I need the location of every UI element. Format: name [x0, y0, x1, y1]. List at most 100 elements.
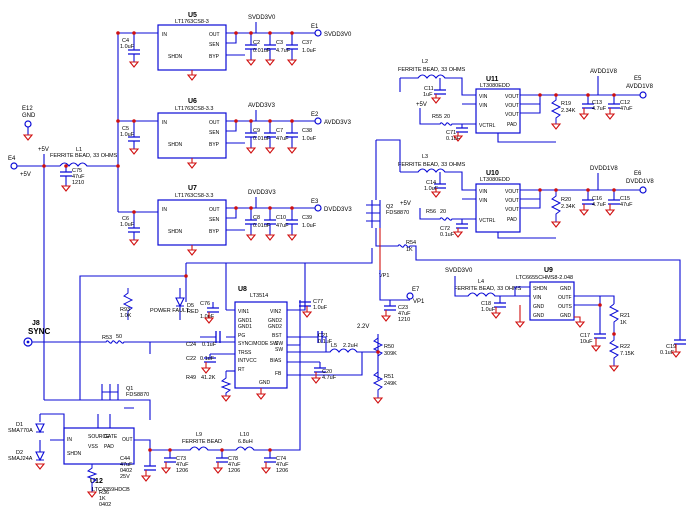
- plus5v-down-bus: [43, 166, 60, 401]
- net-avdd3v3: AVDD3V3: [248, 103, 276, 109]
- svg-text:0.1uF: 0.1uF: [446, 136, 461, 142]
- connector-e7[interactable]: E7 VP1: [406, 287, 425, 305]
- svg-text:VOUT: VOUT: [505, 112, 519, 118]
- svg-text:C44: C44: [120, 456, 130, 462]
- svg-text:VOUT: VOUT: [505, 198, 519, 204]
- svg-text:R49: R49: [186, 375, 196, 381]
- diode-d1: D1 SMA770A: [8, 422, 45, 434]
- svg-text:1.0uF: 1.0uF: [120, 132, 135, 138]
- svg-text:2.34K: 2.34K: [561, 204, 576, 210]
- svg-text:C10: C10: [276, 215, 286, 221]
- svg-text:E4: E4: [8, 156, 16, 162]
- res-r36: R36 1K 0402: [86, 464, 111, 508]
- svg-text:SW: SW: [275, 347, 283, 353]
- svg-text:2.34K: 2.34K: [561, 108, 576, 114]
- u6-pin-out: OUT: [209, 120, 220, 126]
- svg-text:D2: D2: [16, 450, 23, 456]
- svg-text:L3: L3: [422, 154, 428, 160]
- gnd-c4: [128, 61, 140, 68]
- u5-body: [157, 24, 227, 71]
- mosfet-q2: Q2 FDS8870: [366, 200, 409, 228]
- svg-text:C75: C75: [72, 168, 82, 174]
- res-r50: R50 309K: [372, 337, 397, 364]
- svg-text:2.2V: 2.2V: [357, 324, 369, 330]
- u9-output-wire: [574, 295, 615, 334]
- svg-text:R19: R19: [561, 101, 571, 107]
- svg-text:VP1: VP1: [413, 299, 425, 305]
- svg-text:VP1: VP1: [379, 273, 389, 279]
- svg-text:1206: 1206: [276, 468, 288, 474]
- u11-ref: U11: [486, 76, 499, 83]
- output-filter-wire: [150, 300, 301, 451]
- connector-e2[interactable]: E2 AVDD3V3: [311, 112, 352, 126]
- u9-part: LTC6655CHMS8-2.048: [516, 275, 573, 281]
- svg-text:1.0uF: 1.0uF: [200, 314, 215, 320]
- svg-text:R56: R56: [426, 209, 436, 215]
- gnd-c14: [430, 188, 442, 198]
- svg-text:C4: C4: [122, 38, 129, 44]
- gnd-u10-out: [550, 204, 616, 228]
- svg-text:2.2uH: 2.2uH: [343, 343, 358, 349]
- gnd-u9-out: [590, 338, 682, 372]
- res-r19: R19 2.34K: [550, 95, 576, 124]
- svg-text:PG: PG: [238, 333, 245, 339]
- svg-text:INTVCC: INTVCC: [238, 358, 257, 364]
- net-dvdd3v3: DVDD3V3: [248, 190, 276, 196]
- svg-text:C14: C14: [426, 180, 436, 186]
- svg-text:R55: R55: [432, 114, 442, 120]
- connector-e5[interactable]: E5 AVDD1V8: [626, 76, 654, 99]
- svg-text:C6: C6: [122, 216, 129, 222]
- q2-network-wire: [375, 139, 681, 340]
- svg-text:DVDD3V3: DVDD3V3: [324, 207, 352, 213]
- cap-c6: C6 1.0uF: [120, 216, 140, 240]
- svg-text:FDS8870: FDS8870: [126, 392, 149, 398]
- svg-text:1.0uF: 1.0uF: [120, 44, 135, 50]
- svg-text:1.0uF: 1.0uF: [424, 186, 439, 192]
- svg-text:TRSS: TRSS: [238, 350, 252, 356]
- svg-text:0.1uF: 0.1uF: [200, 356, 215, 362]
- u5-pin-out: OUT: [209, 32, 220, 38]
- svg-text:C22: C22: [186, 356, 196, 362]
- u12-part: LTC4359HDCB: [92, 487, 130, 493]
- connector-e1[interactable]: E1 SVDD3V0: [311, 24, 352, 38]
- connector-e12[interactable]: E12 GND: [22, 106, 36, 135]
- u8-body: [234, 301, 288, 389]
- gnd-u8-in: [203, 306, 313, 324]
- u10-ref: U10: [486, 170, 499, 177]
- cap-c24: C24 0.1uF: [186, 331, 235, 348]
- svg-text:FDS8870: FDS8870: [386, 210, 409, 216]
- svg-text:POWER FAULT: POWER FAULT: [150, 308, 190, 314]
- ldo-u7: U7 LT1763CS8-3.3 IN OUT SEN BYP SHDN: [157, 185, 227, 246]
- svg-text:E5: E5: [634, 76, 642, 82]
- svg-text:VSS: VSS: [88, 444, 99, 450]
- svg-text:0.1uF: 0.1uF: [440, 232, 455, 238]
- svg-text:1K: 1K: [99, 496, 106, 502]
- gnd-u8-out: [310, 310, 392, 404]
- svg-text:47uF: 47uF: [620, 202, 633, 208]
- svg-text:47uF: 47uF: [398, 311, 411, 317]
- connector-e3[interactable]: E3 DVDD3V3: [311, 199, 352, 213]
- svg-text:C78: C78: [228, 456, 238, 462]
- svg-text:SVDD3V0: SVDD3V0: [324, 32, 352, 38]
- ref-u9: U9 LTC6655CHMS8-2.048 SHDN VIN GND GND G…: [516, 267, 575, 321]
- svg-text:20: 20: [444, 114, 450, 120]
- svg-text:C76: C76: [200, 301, 210, 307]
- svg-text:GND2: GND2: [268, 324, 282, 330]
- svg-text:E7: E7: [412, 287, 420, 293]
- caps-c73-c78: C73 47uF 1206 C78 47uF 1206 C74 47uF 120…: [164, 450, 289, 474]
- svg-text:1.0uF: 1.0uF: [302, 136, 317, 142]
- svg-text:+5V: +5V: [20, 172, 31, 178]
- connector-e6[interactable]: E6 DVDD1V8: [626, 171, 654, 194]
- svg-text:BST: BST: [272, 333, 282, 339]
- connector-e4[interactable]: E4 +5V: [8, 156, 31, 178]
- svg-text:47uF: 47uF: [120, 462, 133, 468]
- u5-pin-byp: BYP: [209, 54, 220, 60]
- q1-wire: [60, 399, 151, 420]
- svg-text:GND: GND: [560, 313, 572, 319]
- svg-text:R93: R93: [120, 307, 130, 313]
- net-svdd3v0: SVDD3V0: [248, 15, 276, 21]
- svg-text:VIN: VIN: [479, 94, 488, 100]
- gnd-u6-out: [245, 147, 298, 154]
- svg-text:25V: 25V: [120, 474, 130, 480]
